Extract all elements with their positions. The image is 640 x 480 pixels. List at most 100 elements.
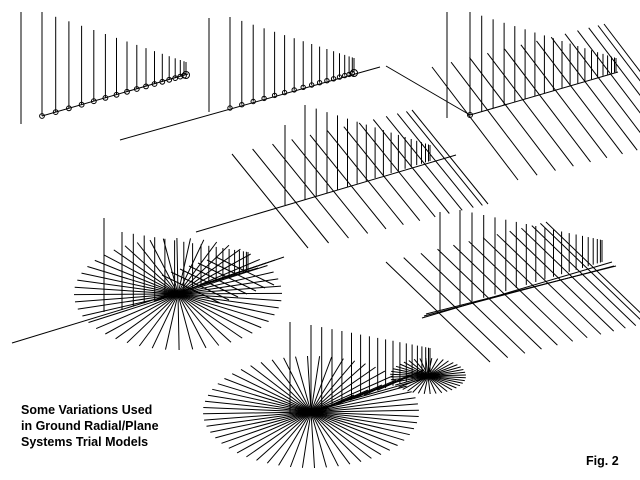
parallel-radial xyxy=(597,25,640,82)
ground-plane-wire xyxy=(540,223,640,320)
insulator-circle xyxy=(182,71,190,79)
parallel-radial xyxy=(343,126,421,222)
parallel-radial xyxy=(372,119,450,214)
insulator-circle xyxy=(350,69,358,77)
boom-wire xyxy=(469,71,619,116)
parallel-radial xyxy=(252,148,329,244)
ground-radial xyxy=(390,374,466,378)
ground-radial xyxy=(321,389,369,411)
parallel-radial xyxy=(231,153,309,249)
insulator-circle xyxy=(143,83,149,90)
insulator-circle xyxy=(346,71,352,78)
parallel-radial xyxy=(550,36,638,151)
insulator-circle xyxy=(271,92,278,99)
ground-plane-wire xyxy=(468,240,574,342)
parallel-radial xyxy=(385,115,463,211)
insulator-circle xyxy=(102,95,109,101)
caption-line: Some Variations Used xyxy=(21,403,153,417)
insulator-circle xyxy=(239,102,245,108)
ground-plane-wire xyxy=(420,252,526,354)
model-3-parallel-radials xyxy=(385,12,640,181)
ground-wire xyxy=(11,267,259,344)
parallel-radial xyxy=(520,44,608,159)
insulator-circle xyxy=(159,78,166,85)
ground-plane-wire xyxy=(545,221,640,314)
insulator-circle xyxy=(78,101,85,108)
boom-wire xyxy=(41,73,189,117)
insulator-circle xyxy=(166,76,173,83)
parallel-radial xyxy=(272,143,349,239)
ground-plane-wire xyxy=(496,233,602,335)
model-4-parallel-radials-ground-wire xyxy=(195,105,489,249)
parallel-radial xyxy=(450,61,538,176)
ground-plane-wire xyxy=(453,244,558,346)
insulator-circle xyxy=(261,95,267,102)
ground-radial xyxy=(349,379,397,401)
ground-radial xyxy=(363,374,411,396)
model-6-ground-plane xyxy=(385,210,640,363)
insulator-circle xyxy=(250,98,256,105)
ground-plane-wire xyxy=(403,257,509,358)
parallel-radial xyxy=(431,66,519,181)
ground-radial xyxy=(203,409,419,415)
insulator-circle xyxy=(172,75,179,81)
insulator-circle xyxy=(300,84,306,91)
parallel-radial xyxy=(358,122,436,218)
parallel-radial xyxy=(603,23,640,73)
figure-label: Fig. 2 xyxy=(586,454,619,468)
parallel-radial xyxy=(406,111,483,206)
ground-plane-wire xyxy=(521,227,626,329)
parallel-radial xyxy=(588,27,640,97)
insulator-circle xyxy=(133,86,140,92)
parallel-radial xyxy=(309,134,387,230)
ground-plane-wire xyxy=(531,225,637,326)
ground-wire xyxy=(195,154,457,233)
ground-radial xyxy=(206,259,266,289)
ground-plane-wire xyxy=(482,237,588,339)
parallel-radial xyxy=(536,40,623,155)
insulator-circle xyxy=(151,81,158,87)
ground-radial xyxy=(207,256,285,284)
parallel-radial xyxy=(327,130,404,226)
parallel-radial xyxy=(564,33,640,134)
ground-plane-wire xyxy=(509,230,615,332)
model-2-single-ground-wire xyxy=(119,17,381,141)
insulator-circle xyxy=(281,89,288,96)
insulator-circle xyxy=(90,98,97,105)
ground-wire xyxy=(119,66,381,141)
insulator-circle xyxy=(324,78,330,84)
insulator-circle xyxy=(227,105,233,111)
parallel-radial xyxy=(385,65,471,116)
parallel-radial xyxy=(291,139,369,234)
parallel-radial xyxy=(487,52,574,167)
insulator-circle xyxy=(316,80,323,86)
model-7-dual-radial-screens xyxy=(203,322,466,469)
parallel-radial xyxy=(469,57,556,171)
insulator-circle xyxy=(336,74,343,80)
insulator-circle xyxy=(330,76,337,82)
ground-radial xyxy=(335,384,383,406)
parallel-radial xyxy=(411,109,489,205)
parallel-radial xyxy=(504,48,591,163)
ground-wire xyxy=(425,265,617,315)
ground-plane-wire xyxy=(385,261,491,363)
caption-line: Systems Trial Models xyxy=(21,435,149,449)
caption: Some Variations Used in Ground Radial/Pl… xyxy=(21,402,251,450)
parallel-radial xyxy=(577,30,640,114)
ground-radial xyxy=(307,394,355,416)
ground-plane-wire xyxy=(437,248,542,350)
insulator-circle xyxy=(113,91,120,98)
insulator-circle xyxy=(309,82,315,88)
insulator-circle xyxy=(66,105,72,112)
insulator-circle xyxy=(124,88,130,95)
insulator-circle xyxy=(52,109,59,115)
model-5-radial-ground-screen xyxy=(11,218,285,351)
caption-line: in Ground Radial/Plane xyxy=(21,419,159,433)
ground-radial xyxy=(215,256,275,286)
insulator-circle xyxy=(39,113,45,119)
insulator-circle xyxy=(291,87,297,93)
model-1-verticals-with-insulators xyxy=(20,12,190,124)
ground-radial xyxy=(377,369,425,391)
parallel-radial xyxy=(396,113,474,208)
